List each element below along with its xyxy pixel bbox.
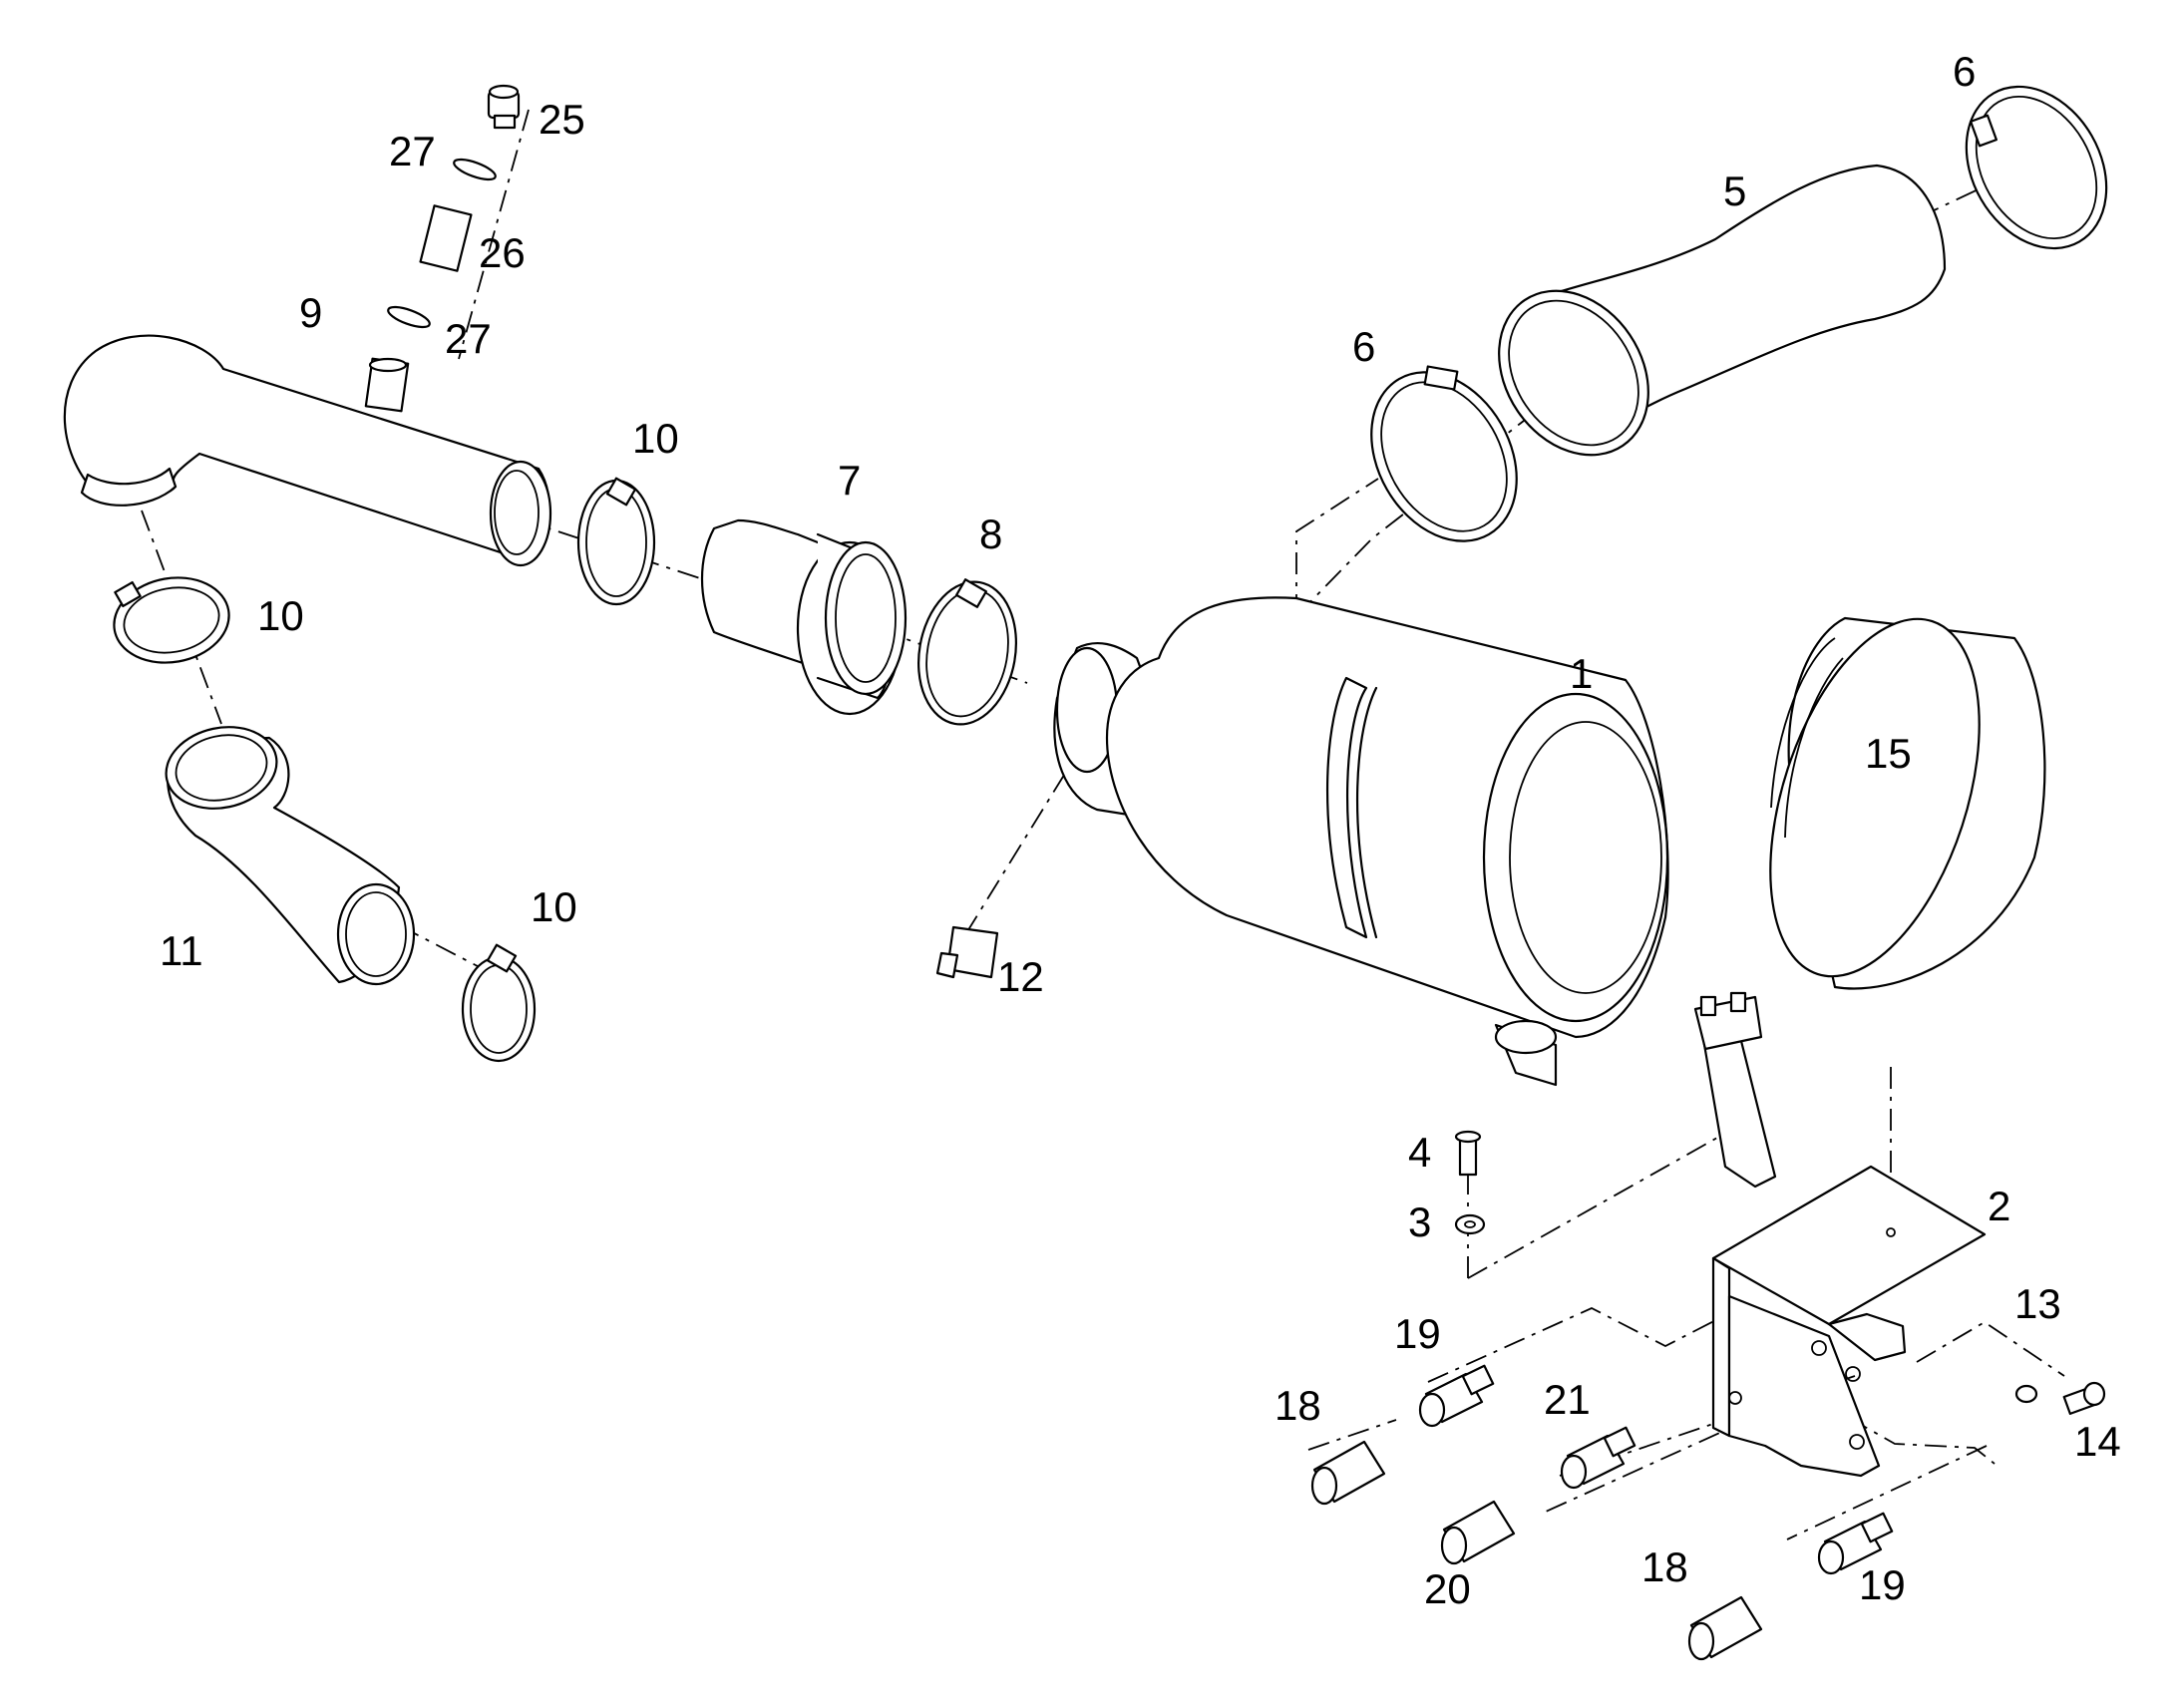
callout-21: 21: [1544, 1376, 1591, 1423]
callout-7: 7: [838, 457, 861, 504]
callout-1: 1: [1570, 650, 1593, 697]
part-2-bracket: [1711, 1165, 1987, 1478]
callout-13: 13: [2014, 1280, 2061, 1327]
callout-18-a: 18: [1274, 1382, 1321, 1429]
callout-15: 15: [1865, 730, 1912, 777]
callout-19-a: 19: [1394, 1310, 1441, 1357]
part-1-air-cleaner: [1053, 596, 1669, 1087]
callout-27-upper: 27: [389, 128, 436, 174]
callout-26: 26: [479, 229, 526, 276]
part-10-clamp-a: [576, 477, 656, 606]
part-10-clamp-b: [113, 576, 230, 664]
callout-10-b: 10: [257, 592, 304, 639]
callout-10-a: 10: [632, 415, 679, 462]
part-13-washer: [2014, 1384, 2038, 1404]
part-15-mounting-band: [1693, 616, 2046, 1189]
part-18-fitting-a: [1310, 1440, 1386, 1506]
part-10-clamp-c: [461, 943, 537, 1063]
part-5-hose: [1498, 164, 1947, 457]
callout-12: 12: [997, 953, 1044, 1000]
callout-6-upper: 6: [1953, 48, 1976, 95]
part-20-fitting: [1440, 1500, 1516, 1565]
part-12-fitting: [935, 925, 999, 979]
callout-20: 20: [1424, 1565, 1471, 1612]
callout-labels: 1 2 3 4 5 6 6 7 8 9 10 10 10 11 12 13 14…: [160, 48, 2121, 1612]
callout-18-b: 18: [1641, 1543, 1688, 1590]
part-21-fitting: [1560, 1426, 1636, 1490]
part-27-gasket-lower: [387, 305, 431, 329]
part-14-screw: [2062, 1381, 2106, 1416]
part-6-clamp-lower: [1370, 365, 1518, 542]
callout-4: 4: [1408, 1129, 1431, 1176]
callout-6-lower: 6: [1352, 323, 1375, 370]
callout-10-c: 10: [531, 883, 577, 930]
callout-9: 9: [299, 289, 322, 336]
part-27-gasket-upper: [453, 158, 497, 181]
callout-19-b: 19: [1859, 1561, 1906, 1608]
part-25-cap: [487, 84, 521, 130]
callout-14: 14: [2074, 1418, 2121, 1465]
part-11-lower-elbow: [165, 726, 416, 986]
part-9-elbow-tube: [63, 334, 552, 567]
callout-11: 11: [160, 927, 203, 974]
part-8-clamp: [917, 578, 1017, 726]
part-3-washer: [1454, 1213, 1486, 1235]
part-7-coupler: [700, 518, 908, 716]
part-26-sleeve: [419, 204, 473, 272]
part-19-fitting-a: [1418, 1364, 1495, 1428]
part-18-fitting-b: [1687, 1595, 1763, 1661]
part-19-fitting-b: [1817, 1512, 1894, 1575]
callout-27-lower: 27: [445, 315, 492, 362]
callout-5: 5: [1723, 168, 1746, 214]
callout-8: 8: [979, 511, 1002, 557]
part-4-bolt: [1454, 1130, 1482, 1177]
callout-3: 3: [1408, 1198, 1431, 1245]
part-6-clamp-upper: [1965, 85, 2108, 250]
callout-25: 25: [539, 96, 585, 143]
callout-2: 2: [1988, 1183, 2010, 1229]
